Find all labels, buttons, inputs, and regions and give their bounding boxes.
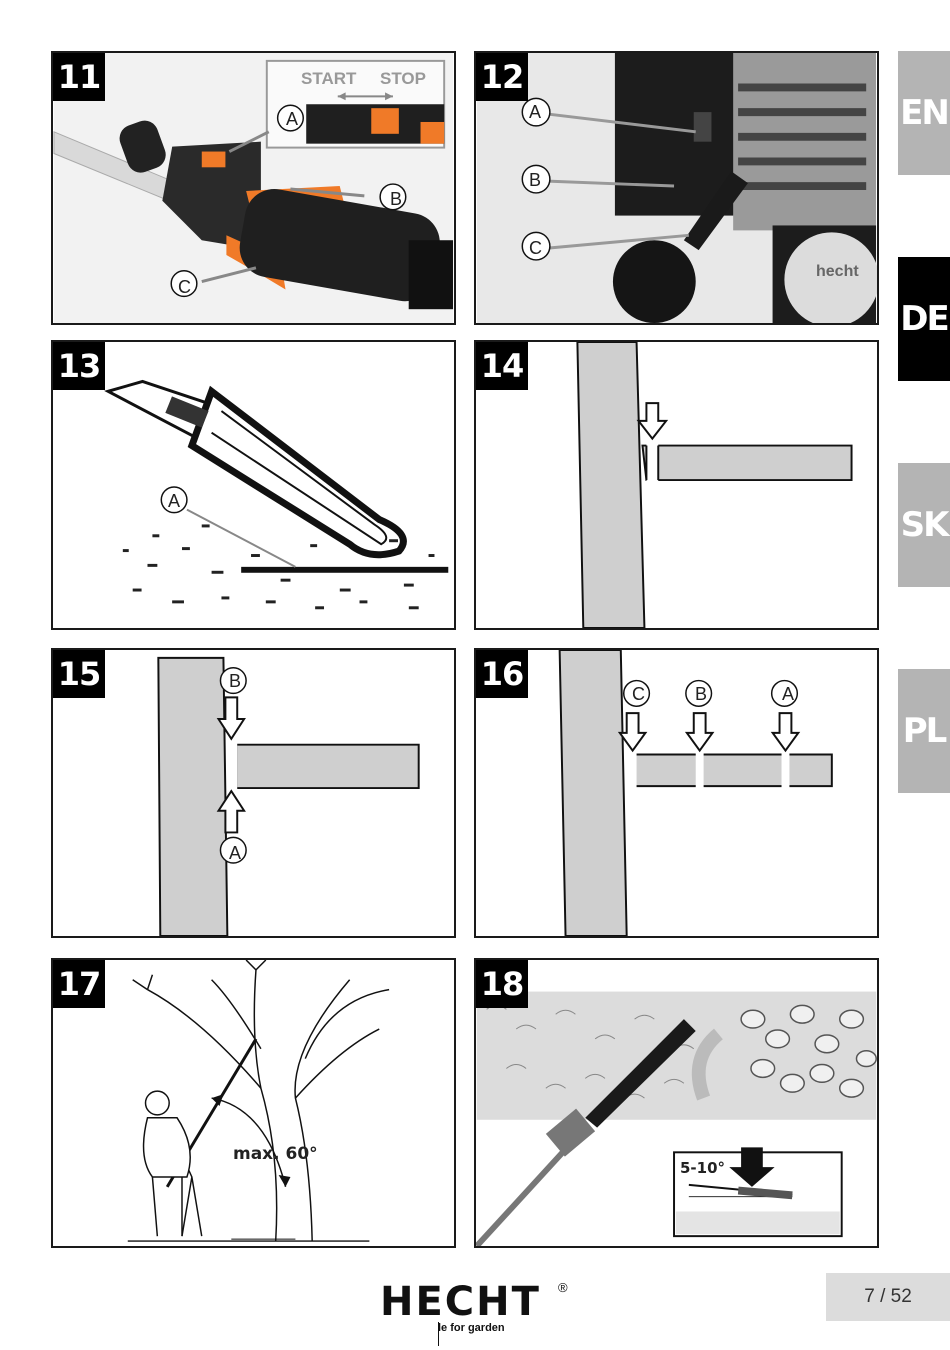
figure-11: 11 START STOP A B C <box>51 51 456 325</box>
figure-15: 15 B A <box>51 648 456 938</box>
label-a: A <box>229 843 242 863</box>
engine-illustration <box>476 53 877 323</box>
stop-label: STOP <box>380 69 426 88</box>
figure-number: 18 <box>476 960 528 1008</box>
label-b: B <box>695 684 708 704</box>
figure-number: 14 <box>476 342 528 390</box>
label-c: C <box>178 277 191 297</box>
handle-illustration <box>53 53 454 323</box>
figure-16: 16 C B A <box>474 648 879 938</box>
page-number: 7 / 52 <box>826 1273 950 1321</box>
label-a: A <box>782 684 795 704</box>
start-label: START <box>301 69 357 88</box>
tab-language-de[interactable]: DE <box>898 257 950 381</box>
tab-language-sk[interactable]: SK <box>898 463 950 587</box>
logo-divider <box>438 1322 439 1346</box>
brand-tagline: le for garden <box>438 1322 505 1334</box>
tree-three-cuts-illustration <box>558 650 833 936</box>
brand-logo: HECHT ® le for garden <box>380 1279 580 1350</box>
figure-number: 15 <box>53 650 105 698</box>
figure-number: 16 <box>476 650 528 698</box>
label-b: B <box>529 170 542 190</box>
tree-undercut-illustration <box>157 656 420 936</box>
brand-label: hecht <box>816 263 859 280</box>
tree-cut-illustration <box>576 342 853 628</box>
label-b: B <box>229 671 242 691</box>
hedge-trimming-illustration <box>476 991 877 1246</box>
figure-14: 14 <box>474 340 879 630</box>
label-a: A <box>529 102 542 122</box>
figure-17: 17 max. 60° <box>51 958 456 1248</box>
figure-number: 12 <box>476 53 528 101</box>
label-a: A <box>168 491 181 511</box>
label-c: C <box>529 238 542 258</box>
registered-mark: ® <box>558 1280 568 1295</box>
angle-label: max. 60° <box>233 1144 318 1164</box>
figure-18: 18 5-10° <box>474 958 879 1248</box>
angle-label: 5-10° <box>680 1159 726 1177</box>
figure-number: 17 <box>53 960 105 1008</box>
brand-name: HECHT <box>380 1279 541 1325</box>
tab-language-en[interactable]: EN <box>898 51 950 175</box>
figure-12: 12 A B C hecht <box>474 51 879 325</box>
label-c: C <box>632 684 645 704</box>
chainsaw-bar-illustration <box>104 379 449 610</box>
figure-13: 13 A <box>51 340 456 630</box>
pruning-person-illustration <box>127 960 390 1242</box>
figure-number: 11 <box>53 53 105 101</box>
figure-number: 13 <box>53 342 105 390</box>
tab-language-pl[interactable]: PL <box>898 669 950 793</box>
label-b: B <box>390 189 403 209</box>
label-a: A <box>286 109 299 129</box>
